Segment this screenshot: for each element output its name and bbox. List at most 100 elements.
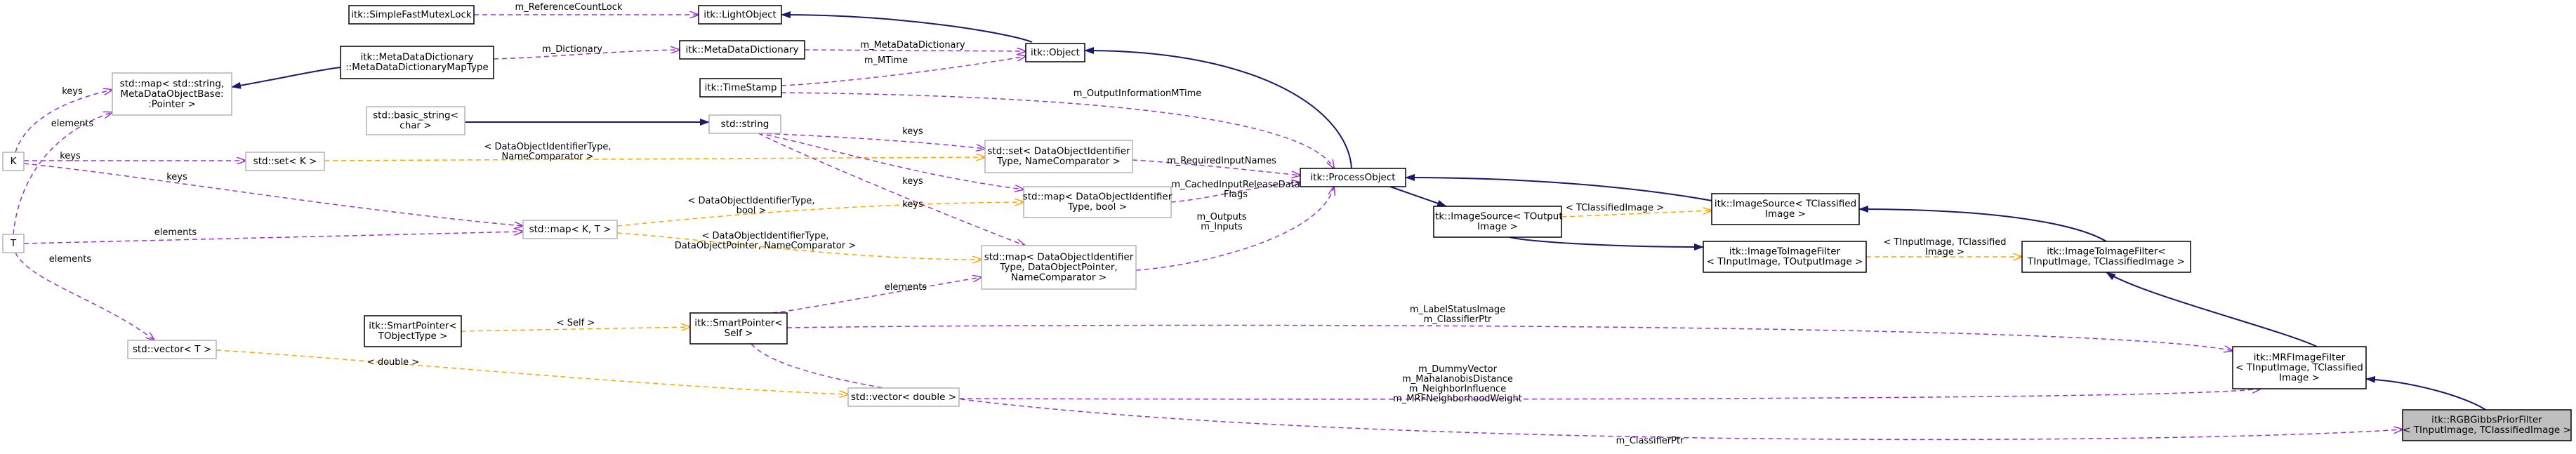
edge-label: m_RequiredInputNames <box>1167 156 1276 166</box>
edge-timestamp-processobject <box>781 92 1334 168</box>
node-box[interactable] <box>2402 409 2572 441</box>
node-box[interactable] <box>1300 168 1406 187</box>
node-box[interactable] <box>1025 43 1085 62</box>
node-box[interactable] <box>112 72 232 116</box>
node-box[interactable] <box>689 312 788 345</box>
node-label: itk::ImageSource< TClassified <box>1715 199 1856 210</box>
node-simplefastmutexlock[interactable]: itk::SimpleFastMutexLock <box>348 5 475 25</box>
node-label: std::map< DataObjectIdentifier <box>984 251 1134 262</box>
edge-t-vectort <box>15 252 154 340</box>
node-box[interactable] <box>127 340 217 359</box>
node-label: < TInputImage, TClassified <box>2235 362 2363 373</box>
node-label: itk::SmartPointer< <box>694 318 782 329</box>
edge-label: m_MetaDataDictionary <box>860 40 965 51</box>
edge-label: keys <box>166 172 187 182</box>
node-label: itk::MetaDataDictionary <box>361 52 474 63</box>
edge-label: m_ReferenceCountLock <box>515 2 623 13</box>
node-box[interactable] <box>698 5 782 25</box>
node-box[interactable] <box>984 140 1133 173</box>
node-key-k[interactable]: K <box>2 152 25 171</box>
edge-mapkt-mapbool <box>616 202 1024 227</box>
node-map-dataobjectidentifier-bool[interactable]: std::map< DataObjectIdentifierType, bool… <box>1023 186 1173 218</box>
node-box[interactable] <box>366 106 465 135</box>
node-vector-t[interactable]: std::vector< T > <box>127 340 217 359</box>
node-box[interactable] <box>679 40 805 60</box>
node-box[interactable] <box>2232 346 2367 389</box>
node-box[interactable] <box>1433 206 1562 238</box>
node-rgbgibbspriorfilter[interactable]: itk::RGBGibbsPriorFilter< TInputImage, T… <box>2402 409 2572 441</box>
node-box[interactable] <box>364 315 462 347</box>
node-label: itk::MetaDataDictionary <box>686 44 799 55</box>
node-imagesource-toutput[interactable]: itk::ImageSource< TOutputImage > <box>1432 206 1563 238</box>
edge-mapptr-processobject <box>1135 187 1334 271</box>
node-label: itk::ImageToImageFilter< <box>2047 246 2165 258</box>
node-imagetoimagefilter-classified[interactable]: itk::ImageToImageFilter<TInputImage, TCl… <box>2021 241 2191 273</box>
node-set-dataobjectidentifier[interactable]: std::set< DataObjectIdentifierType, Name… <box>984 140 1133 173</box>
node-box[interactable] <box>699 78 782 98</box>
node-imagetoimagefilter-inout[interactable]: itk::ImageToImageFilter< TInputImage, TO… <box>1703 241 1867 273</box>
edge-t-map-elements <box>13 112 112 235</box>
edge-label: Image > <box>1925 247 1964 258</box>
node-box[interactable] <box>2021 241 2191 273</box>
node-vector-double[interactable]: std::vector< double > <box>847 387 960 407</box>
edge-mdd-object <box>804 50 1026 51</box>
node-timestamp[interactable]: itk::TimeStamp <box>699 78 782 98</box>
node-label: itk::SmartPointer< <box>369 321 456 332</box>
node-box[interactable] <box>245 152 325 171</box>
node-map-string-metadataobjectbase[interactable]: std::map< std::string,MetaDataObjectBase… <box>112 72 232 116</box>
node-label: std::set< DataObjectIdentifier <box>987 146 1130 157</box>
node-label: std::set< K > <box>253 156 317 167</box>
node-smartpointer-self[interactable]: itk::SmartPointer<Self > <box>689 312 788 345</box>
node-box[interactable] <box>708 114 781 134</box>
edge-processobject-isclassified <box>1405 174 1712 201</box>
node-basic-string[interactable]: std::basic_string<char > <box>366 106 465 135</box>
node-label: itk::ProcessObject <box>1310 172 1395 183</box>
node-map-k-t[interactable]: std::map< K, T > <box>522 220 618 239</box>
node-object[interactable]: itk::Object <box>1025 43 1085 62</box>
node-box[interactable] <box>847 387 960 407</box>
node-mrfimagefilter[interactable]: itk::MRFImageFilter< TInputImage, TClass… <box>2232 346 2367 389</box>
edge-label: bool > <box>737 206 767 216</box>
edge-label: keys <box>60 151 81 161</box>
edge-maptype-mdd <box>493 50 680 60</box>
edge-k-mapkt <box>23 163 523 226</box>
node-layer: itk::SimpleFastMutexLock itk::LightObject… <box>2 5 2572 441</box>
edge-label: m_OutputInformationMTime <box>1074 88 1202 99</box>
node-value-t[interactable]: T <box>2 234 25 253</box>
edge-label: DataObjectPointer, NameComparator > <box>675 241 856 251</box>
node-box[interactable] <box>522 220 618 239</box>
edge-timestamp-object <box>781 56 1026 86</box>
node-set-k[interactable]: std::set< K > <box>245 152 325 171</box>
edge-label-layer: m_ReferenceCountLock m_MetaDataDictionary… <box>49 2 2007 446</box>
edge-label: < DataObjectIdentifierType, <box>702 231 829 241</box>
edge-itifclassified-mrf <box>2106 272 2318 347</box>
node-metadatadictionary[interactable]: itk::MetaDataDictionary <box>679 40 805 60</box>
edge-label: < TInputImage, TClassified <box>1883 237 2006 248</box>
node-label: itk::LightObject <box>704 9 777 20</box>
node-box[interactable] <box>2 152 25 171</box>
node-label: std::basic_string< <box>373 110 458 121</box>
edge-label: m_CachedInputReleaseData <box>1171 180 1300 190</box>
node-box[interactable] <box>340 46 494 79</box>
node-smartpointer-tobjecttype[interactable]: itk::SmartPointer<TObjectType > <box>364 315 462 347</box>
edge-mrf-rgbgibbs <box>2365 375 2486 410</box>
node-metadatadictionarymaptype[interactable]: itk::MetaDataDictionary::MetaDataDiction… <box>340 46 494 79</box>
node-box[interactable] <box>2 234 25 253</box>
edge-label: NameComparator > <box>502 152 594 162</box>
node-box[interactable] <box>1703 241 1867 273</box>
edge-label: keys <box>902 176 923 187</box>
edge-string-mapbool <box>758 133 1024 189</box>
node-box[interactable] <box>348 5 475 25</box>
node-box[interactable] <box>1711 193 1860 225</box>
edge-label: m_Inputs <box>1201 222 1243 232</box>
node-label: NameComparator > <box>1011 272 1107 283</box>
node-box[interactable] <box>981 245 1137 290</box>
node-lightobject[interactable]: itk::LightObject <box>698 5 782 25</box>
node-box[interactable] <box>1023 186 1172 218</box>
node-label: Image > <box>1765 208 1806 220</box>
node-processobject[interactable]: itk::ProcessObject <box>1300 168 1406 187</box>
node-imagesource-tclassified[interactable]: itk::ImageSource< TClassifiedImage > <box>1711 193 1860 225</box>
node-map-dataobjectidentifier-pointer[interactable]: std::map< DataObjectIdentifierType, Data… <box>981 245 1137 290</box>
node-std-string[interactable]: std::string <box>708 114 781 134</box>
